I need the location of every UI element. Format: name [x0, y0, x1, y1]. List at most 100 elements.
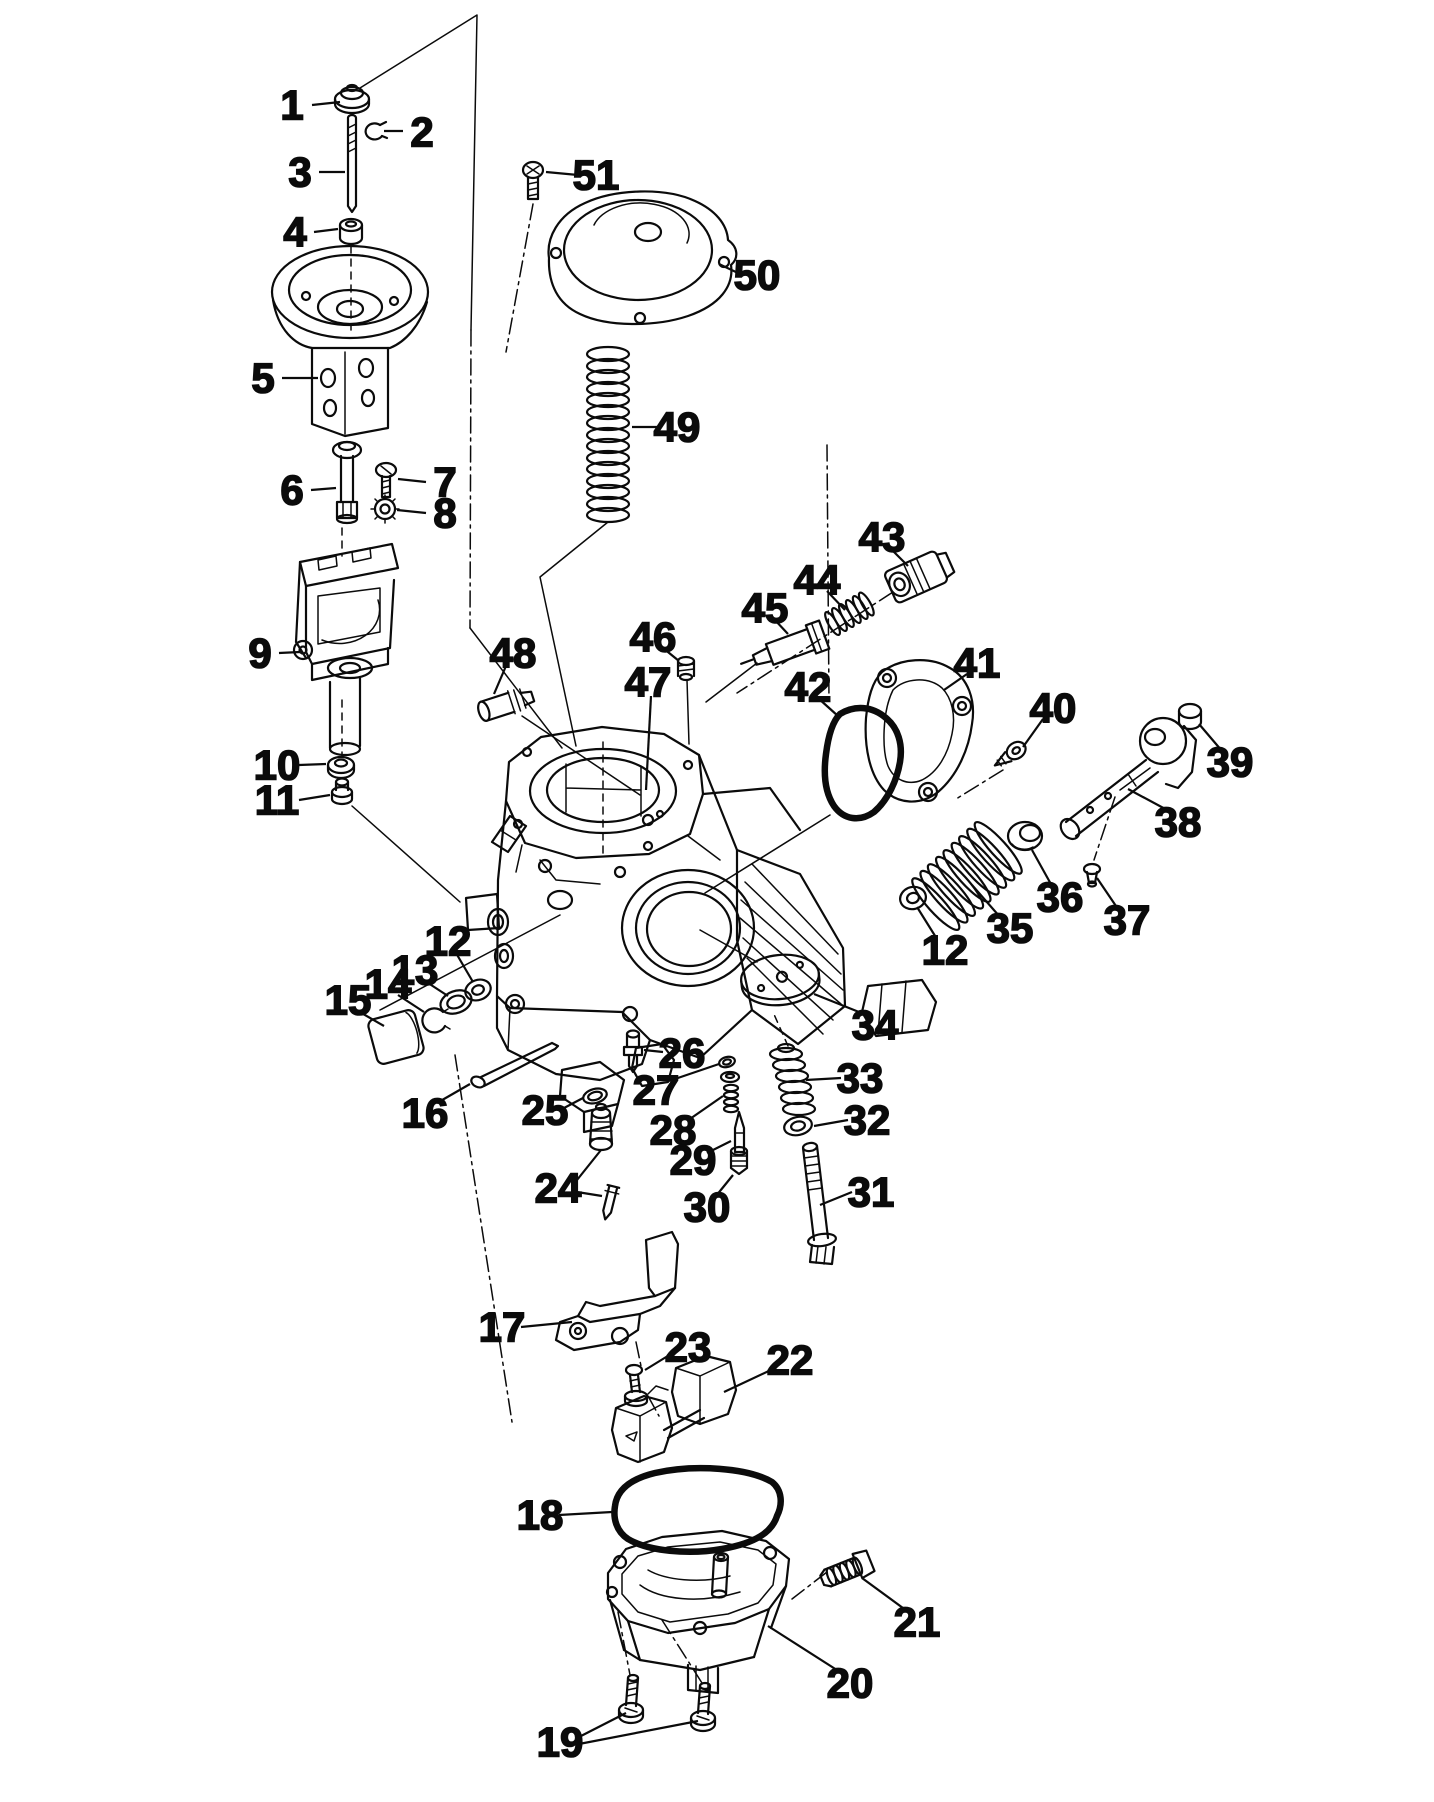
- part-number-label-9: 9: [248, 630, 271, 677]
- leader-line-12: [916, 906, 938, 940]
- part-number-label-21: 21: [894, 1599, 941, 1646]
- part-37-screw: [1082, 862, 1102, 888]
- part-number-label-20: 20: [827, 1660, 874, 1707]
- leader-line-9: [278, 650, 301, 655]
- part-13-seal-washer: [439, 989, 473, 1015]
- part-number-label-12: 12: [922, 927, 969, 974]
- leader-line-8: [396, 508, 427, 515]
- part-50-diaphragm-cover: [547, 190, 738, 326]
- part-7-screw: [374, 461, 398, 499]
- part-26-main-jet: [622, 1029, 644, 1074]
- leader-line-6: [310, 486, 337, 492]
- part-number-label-23: 23: [665, 1324, 712, 1371]
- leader-line-30: [715, 1174, 734, 1197]
- part-40-screw: [993, 740, 1027, 767]
- part-39-cap-nut: [1177, 702, 1203, 731]
- leader-line-32: [813, 1118, 849, 1128]
- part-number-label-43: 43: [859, 514, 906, 561]
- part-number-label-42: 42: [785, 664, 832, 711]
- leader-line-45: [773, 618, 789, 635]
- part-number-label-10: 10: [254, 742, 301, 789]
- part-number-label-31: 31: [848, 1169, 895, 1216]
- part-33-spring-stack: [768, 1042, 817, 1117]
- part-number-label-17: 17: [479, 1304, 526, 1351]
- part-38-throttle-shaft: [1059, 716, 1198, 841]
- part-10-washer: [326, 755, 356, 780]
- leader-line-38: [1127, 788, 1170, 812]
- part-43-plug-fitting: [884, 550, 956, 604]
- part-number-label-30: 30: [684, 1184, 731, 1231]
- part-number-label-2: 2: [410, 109, 433, 156]
- part-8-lock-washer: [370, 494, 400, 524]
- leader-line-26: [643, 1048, 664, 1054]
- part-number-label-22: 22: [767, 1337, 814, 1384]
- leader-line-23: [644, 1353, 672, 1371]
- part-48-fitting: [477, 688, 536, 722]
- leader-line-31: [819, 1190, 853, 1207]
- part-6-bolt: [331, 440, 363, 525]
- part-number-label-33: 33: [837, 1055, 884, 1102]
- leader-line-22: [723, 1368, 774, 1393]
- leader-line-21: [861, 1577, 908, 1612]
- leader-line-37: [1096, 877, 1119, 910]
- part-20-float-bowl: [605, 1529, 791, 1695]
- part-23-pivot-screw: [623, 1363, 649, 1408]
- part-17-float-bracket: [554, 1230, 680, 1352]
- part-18-bowl-gasket: [611, 1464, 784, 1556]
- part-28-spring-washer: [719, 1070, 741, 1114]
- part-number-label-13: 13: [392, 947, 439, 994]
- part-number-label-48: 48: [490, 630, 537, 677]
- part-number-label-39: 39: [1207, 739, 1254, 786]
- part-number-label-19: 19: [537, 1719, 584, 1766]
- part-number-label-40: 40: [1030, 685, 1077, 732]
- part-2-clip: [364, 120, 389, 141]
- part-41-cover-plate: [864, 659, 975, 803]
- leader-line-35: [971, 884, 1001, 918]
- part-number-label-49: 49: [654, 404, 701, 451]
- part-number-label-3: 3: [288, 149, 311, 196]
- part-22-float: [610, 1354, 738, 1464]
- part-27-o-ring: [718, 1055, 736, 1069]
- part-number-label-25: 25: [522, 1087, 569, 1134]
- part-19-bowl-screws: [617, 1673, 717, 1733]
- part-number-label-6: 6: [280, 467, 303, 514]
- part-number-label-29: 29: [670, 1137, 717, 1184]
- part-1-needle-seat: [333, 83, 371, 115]
- part-number-label-24: 24: [535, 1165, 582, 1212]
- leader-line-42: [817, 697, 839, 717]
- leader-line-19: [578, 1712, 627, 1738]
- part-number-label-4: 4: [283, 209, 307, 256]
- leader-line-33: [805, 1076, 842, 1082]
- leader-line-40: [1022, 718, 1044, 748]
- leader-line-10: [298, 762, 327, 767]
- leader-line-7: [397, 477, 427, 484]
- leader-line-28: [686, 1095, 724, 1122]
- part-21-drain-screw: [819, 1549, 876, 1588]
- part-number-label-41: 41: [954, 640, 1001, 687]
- leader-line-46: [662, 647, 680, 662]
- part-44-spring: [824, 591, 875, 637]
- part-24-pilot-screw: [588, 1102, 621, 1221]
- leader-line-15: [357, 1010, 385, 1027]
- leader-line-36: [1031, 849, 1053, 887]
- part-number-label-37: 37: [1104, 897, 1151, 944]
- part-32-washer: [783, 1115, 813, 1137]
- reference-lines: [341, 14, 1116, 1684]
- leader-line-25: [563, 1097, 584, 1109]
- part-number-label-18: 18: [517, 1492, 564, 1539]
- part-16-screw: [470, 1041, 560, 1089]
- leader-line-11: [298, 793, 331, 802]
- part-34-cover-disc: [740, 953, 821, 1007]
- part-31-bolt: [801, 1141, 837, 1266]
- part-36-bushing: [1006, 820, 1044, 852]
- part-45-plunger: [740, 619, 831, 666]
- part-46-jet: [676, 655, 696, 682]
- part-number-label-27: 27: [633, 1067, 680, 1114]
- part-25-o-ring: [582, 1087, 608, 1105]
- leader-line-14: [397, 994, 425, 1013]
- leader-line-44: [826, 590, 846, 611]
- part-12-washer-right: [899, 885, 927, 911]
